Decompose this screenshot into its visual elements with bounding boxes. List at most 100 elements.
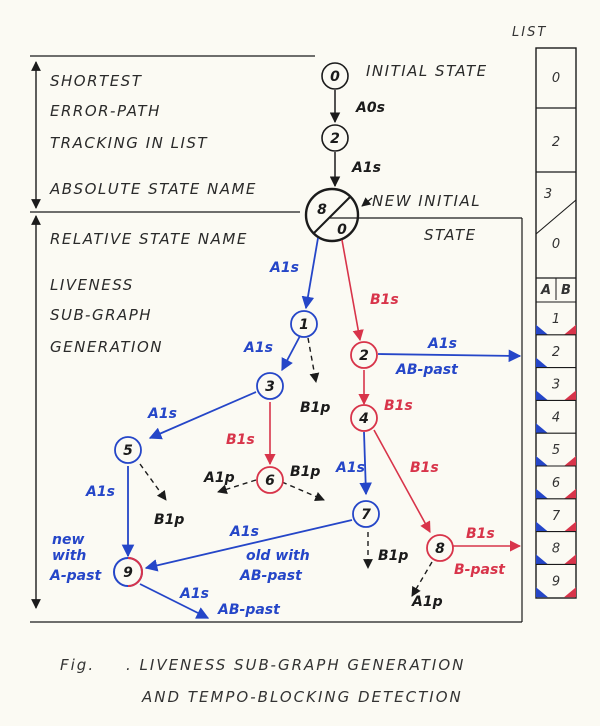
- list-row-label: 6: [552, 476, 560, 491]
- edge-label-b1p-6: B1p: [290, 464, 320, 480]
- edge-label-b1s-8out: B1s: [466, 526, 495, 542]
- edge-label-b1p-5: B1p: [154, 512, 184, 528]
- node-2: 2: [350, 341, 378, 369]
- list-row-b-mark: [564, 521, 576, 532]
- edge-label-a1s-5to9: A1s: [85, 484, 115, 500]
- edge-label-a1s-9out: A1s: [179, 586, 209, 602]
- node-1: 1: [290, 310, 318, 338]
- edge-label-b1p-7: B1p: [378, 548, 408, 564]
- list-row-label: 1: [552, 312, 560, 327]
- node-2-top: 2: [321, 124, 349, 152]
- edge-label-with: with: [52, 548, 86, 564]
- edge-label-b1p-1: B1p: [300, 400, 330, 416]
- edge-3-to-5: [148, 391, 257, 440]
- svg-text:1: 1: [299, 317, 309, 333]
- svg-text:8: 8: [435, 541, 445, 557]
- bracket-left: [30, 55, 523, 623]
- edge-6-b1p: [281, 481, 325, 502]
- svg-text:6: 6: [265, 473, 275, 489]
- label-relative: RELATIVE STATE NAME: [50, 230, 248, 248]
- list-header-a: A: [540, 283, 551, 298]
- svg-text:7: 7: [361, 507, 371, 523]
- edge-label-a1s-top: A1s: [351, 160, 381, 176]
- label-generation: GENERATION: [50, 338, 163, 356]
- svg-text:2: 2: [359, 348, 369, 364]
- edge-label-new: new: [52, 532, 84, 548]
- edge-1-to-3: [281, 335, 301, 372]
- node-5: 5: [114, 436, 142, 464]
- edge-label-a-past: A-past: [49, 568, 102, 584]
- edge-2-out: [377, 349, 522, 363]
- edge-label-b1s-4to8: B1s: [410, 460, 439, 476]
- list-row-a-mark: [536, 521, 548, 532]
- svg-text:5: 5: [123, 443, 133, 459]
- edge-label-a1s-3to5: A1s: [147, 406, 177, 422]
- node-6: 6: [256, 466, 284, 494]
- caption-line-1: . LIVENESS SUB-GRAPH GENERATION: [126, 656, 465, 674]
- edge-label-ab-past-7: AB-past: [239, 568, 303, 584]
- node-8: 8: [426, 534, 454, 562]
- svg-text:2: 2: [330, 131, 340, 147]
- svg-text:4: 4: [358, 411, 369, 427]
- edge-label-b1s-2to4: B1s: [384, 398, 413, 414]
- edge-6-a1p: [217, 479, 257, 495]
- label-tracking: TRACKING IN LIST: [50, 134, 208, 152]
- edge-label-a1s-4to7: A1s: [335, 460, 365, 476]
- list-row-a-mark: [536, 390, 548, 401]
- list-row-b-mark: [564, 390, 576, 401]
- list-row-b-mark: [564, 488, 576, 499]
- edge-label-a1s-2out: A1s: [427, 336, 457, 352]
- list-row-b-mark: [564, 587, 576, 598]
- caption-fig: Fig.: [60, 656, 95, 674]
- list-cell-0: 0: [552, 71, 560, 86]
- label-subgraph: SUB-GRAPH: [50, 306, 152, 324]
- list-header-b: B: [561, 283, 571, 298]
- list-title: LIST: [512, 25, 547, 40]
- list-row-b-mark: [564, 456, 576, 466]
- edge-label-a1s-1to3: A1s: [243, 340, 273, 356]
- label-new-initial: NEW INITIAL: [372, 192, 481, 210]
- svg-text:3: 3: [265, 379, 275, 395]
- label-absolute: ABSOLUTE STATE NAME: [49, 180, 257, 198]
- list-cell-split-0: 0: [552, 237, 560, 252]
- edge-label-a1s-7to9: A1s: [229, 524, 259, 540]
- edge-1-b1p: [307, 337, 320, 383]
- list-row-label: 2: [552, 345, 560, 360]
- label-state: STATE: [424, 226, 477, 244]
- list-row-b-mark: [564, 324, 576, 335]
- edge-label-a1p-6: A1p: [203, 470, 235, 486]
- list-row-a-mark: [536, 554, 548, 565]
- edge-label-ab-past-9: AB-past: [217, 602, 281, 618]
- node-7: 7: [352, 500, 380, 528]
- list-row-label: 3: [552, 378, 560, 393]
- list-cell-3: 3: [544, 187, 552, 202]
- node-0: 0: [321, 62, 349, 90]
- list-row-b-mark: [564, 554, 576, 565]
- label-liveness: LIVENESS: [50, 276, 134, 294]
- list-row-label: 4: [552, 410, 560, 425]
- edge-label-ab-past-2: AB-past: [395, 362, 459, 378]
- node-4: 4: [350, 404, 378, 432]
- edge-label-old-with: old with: [246, 548, 310, 564]
- edge-5-b1p: [139, 463, 167, 501]
- edge-label-b-past-8: B-past: [454, 562, 506, 578]
- list-row-a-mark: [536, 324, 548, 335]
- list-row-label: 9: [552, 574, 560, 589]
- svg-text:8: 8: [317, 202, 327, 218]
- edge-label-b1s-3to6: B1s: [226, 432, 255, 448]
- edge-4-to-7: [359, 431, 372, 496]
- edge-8-to-1: [301, 237, 319, 310]
- edge-label-a1s-to1: A1s: [269, 260, 299, 276]
- label-initial-state: INITIAL STATE: [366, 62, 488, 80]
- list-row-label: 7: [552, 509, 561, 524]
- edge-7-to-9: [144, 519, 353, 572]
- node-8-over-0: 8 0: [304, 187, 360, 243]
- edge-8-a1p: [411, 561, 433, 597]
- list-row-a-mark: [536, 357, 548, 368]
- caption-line-2: AND TEMPO-BLOCKING DETECTION: [141, 688, 463, 706]
- node-3: 3: [256, 372, 284, 400]
- edge-label-a0s: A0s: [355, 100, 385, 116]
- list-row-label: 5: [552, 443, 560, 458]
